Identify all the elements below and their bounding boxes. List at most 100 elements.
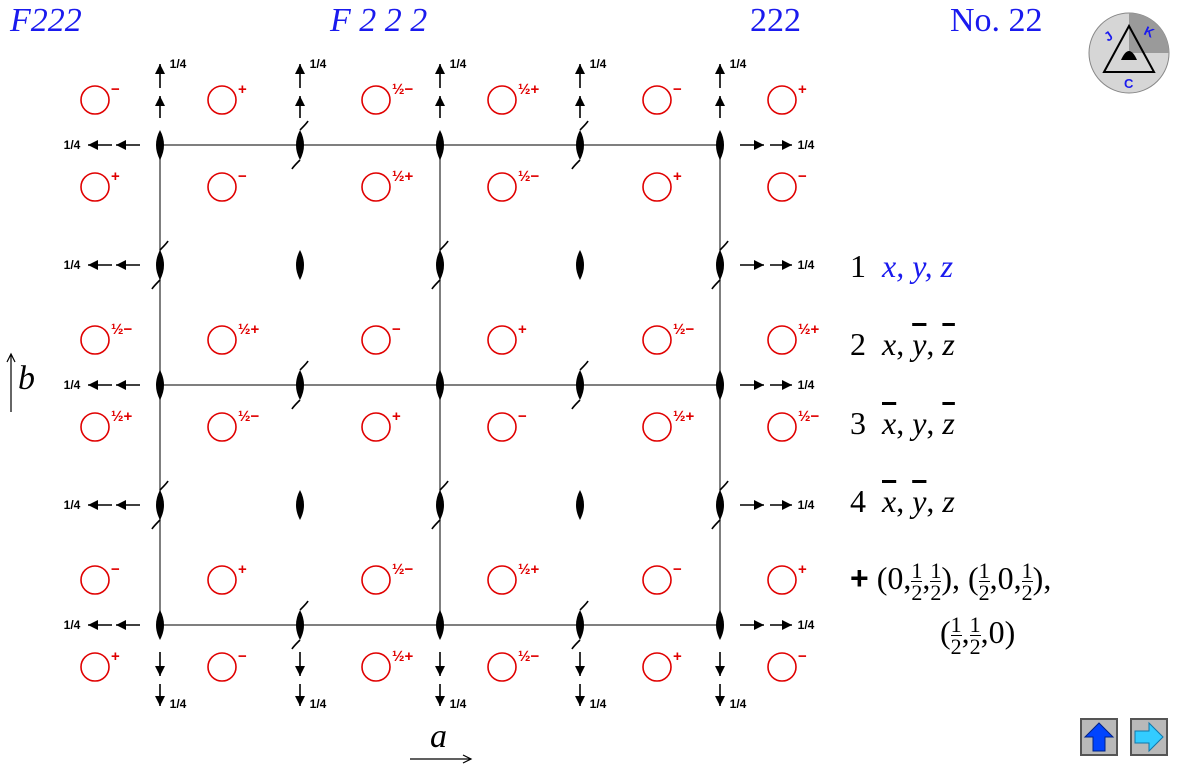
arrowhead-icon — [575, 64, 585, 74]
height-label: + — [798, 561, 807, 578]
quarter-label: 1/4 — [64, 258, 81, 272]
arrowhead-icon — [754, 620, 764, 630]
height-label: − — [392, 321, 401, 338]
general-position-circle: − — [207, 168, 247, 202]
height-label: ½+ — [518, 561, 540, 578]
general-position-circle: ½+ — [80, 408, 133, 442]
general-position-circle: + — [642, 648, 682, 682]
b-axis-arrow-icon — [6, 352, 16, 412]
height-label: − — [673, 81, 682, 98]
quarter-label: 1/4 — [798, 378, 815, 392]
edge-axis-arrows: 1/4 1/4 1/4 1/4 1/4 1/4 1/4 1/4 1/4 1/4 1/4 1/4 1/4 1… — [64, 57, 815, 711]
quarter-label: 1/4 — [590, 57, 607, 71]
arrowhead-icon — [116, 500, 126, 510]
twofold-axis-icon — [436, 610, 444, 640]
arrowhead-icon — [155, 666, 165, 676]
height-label: ½− — [392, 561, 414, 578]
quarter-label: 1/4 — [798, 618, 815, 632]
twofold-axis-icon — [151, 240, 169, 290]
arrowhead-icon — [435, 696, 445, 706]
general-position-circle: − — [80, 81, 120, 115]
height-label: + — [111, 168, 120, 185]
twofold-axis-icon — [291, 120, 309, 170]
arrowhead-icon — [88, 140, 98, 150]
general-positions: −+½−½+−++−½+½−+−½−½+−+½−½+½+½−+−½+½−−+½−… — [80, 81, 820, 682]
twofold-axis-icon — [156, 370, 164, 400]
full-symbol: F 2 2 2 — [330, 2, 428, 39]
height-label: + — [673, 168, 682, 185]
quarter-label: 1/4 — [310, 697, 327, 711]
arrowhead-icon — [116, 620, 126, 630]
arrowhead-icon — [116, 380, 126, 390]
twofold-axis-icon — [716, 610, 724, 640]
twofold-axis-icon — [156, 130, 164, 160]
quarter-label: 1/4 — [730, 57, 747, 71]
svg-text:C: C — [1124, 76, 1134, 91]
height-label: ½+ — [392, 648, 414, 665]
general-position-circle: ½− — [642, 321, 695, 355]
height-label: ½− — [673, 321, 695, 338]
arrowhead-icon — [88, 500, 98, 510]
twofold-axis-icon — [571, 600, 589, 650]
quarter-label: 1/4 — [170, 57, 187, 71]
height-label: + — [392, 408, 401, 425]
arrowhead-icon — [715, 666, 725, 676]
twofold-axis-icon — [571, 120, 589, 170]
quarter-label: 1/4 — [450, 57, 467, 71]
quarter-label: 1/4 — [64, 618, 81, 632]
height-label: + — [798, 81, 807, 98]
arrowhead-icon — [575, 696, 585, 706]
arrowhead-icon — [116, 260, 126, 270]
general-position-circle: ½+ — [361, 648, 414, 682]
quarter-label: 1/4 — [730, 697, 747, 711]
general-position-circle: ½− — [487, 648, 540, 682]
arrowhead-icon — [575, 96, 585, 106]
height-label: + — [111, 648, 120, 665]
quarter-label: 1/4 — [170, 697, 187, 711]
general-position-circle: ½+ — [767, 321, 820, 355]
twofold-axis-icon — [431, 480, 449, 530]
up-button[interactable] — [1080, 718, 1118, 756]
arrowhead-icon — [754, 260, 764, 270]
height-label: − — [111, 81, 120, 98]
twofold-axis-icon — [436, 130, 444, 160]
general-position-circle: − — [767, 648, 807, 682]
general-position-circle: ½+ — [487, 81, 540, 115]
quarter-label: 1/4 — [798, 258, 815, 272]
general-position-circle: + — [487, 321, 527, 355]
general-position-circle: + — [207, 561, 247, 595]
height-label: − — [238, 648, 247, 665]
arrowhead-icon — [295, 696, 305, 706]
position-4: 4 x, y, z — [850, 483, 955, 519]
general-position-circle: − — [767, 168, 807, 202]
twofold-axis-icon — [576, 490, 584, 520]
arrowhead-icon — [754, 500, 764, 510]
general-position-circle: + — [361, 408, 401, 442]
height-label: ½− — [798, 408, 820, 425]
general-position-circle: − — [487, 408, 527, 442]
jkc-logo-icon[interactable]: J K C — [1088, 12, 1170, 94]
arrowhead-icon — [575, 666, 585, 676]
general-position-circle: ½− — [767, 408, 820, 442]
arrowhead-icon — [782, 260, 792, 270]
next-button[interactable] — [1130, 718, 1168, 756]
arrowhead-icon — [155, 96, 165, 106]
arrowhead-icon — [88, 380, 98, 390]
quarter-label: 1/4 — [64, 138, 81, 152]
height-label: − — [798, 648, 807, 665]
a-axis-arrow-icon — [410, 754, 473, 764]
twofold-axis-icon — [571, 360, 589, 410]
twofold-axis-icon — [716, 130, 724, 160]
arrowhead-icon — [715, 96, 725, 106]
quarter-label: 1/4 — [798, 498, 815, 512]
height-label: − — [798, 168, 807, 185]
position-1: 1 x, y, z — [850, 248, 954, 284]
quarter-label: 1/4 — [310, 57, 327, 71]
general-position-circle: ½− — [487, 168, 540, 202]
arrowhead-icon — [155, 696, 165, 706]
arrowhead-icon — [295, 666, 305, 676]
quarter-label: 1/4 — [64, 378, 81, 392]
short-symbol: F222 — [10, 2, 82, 39]
